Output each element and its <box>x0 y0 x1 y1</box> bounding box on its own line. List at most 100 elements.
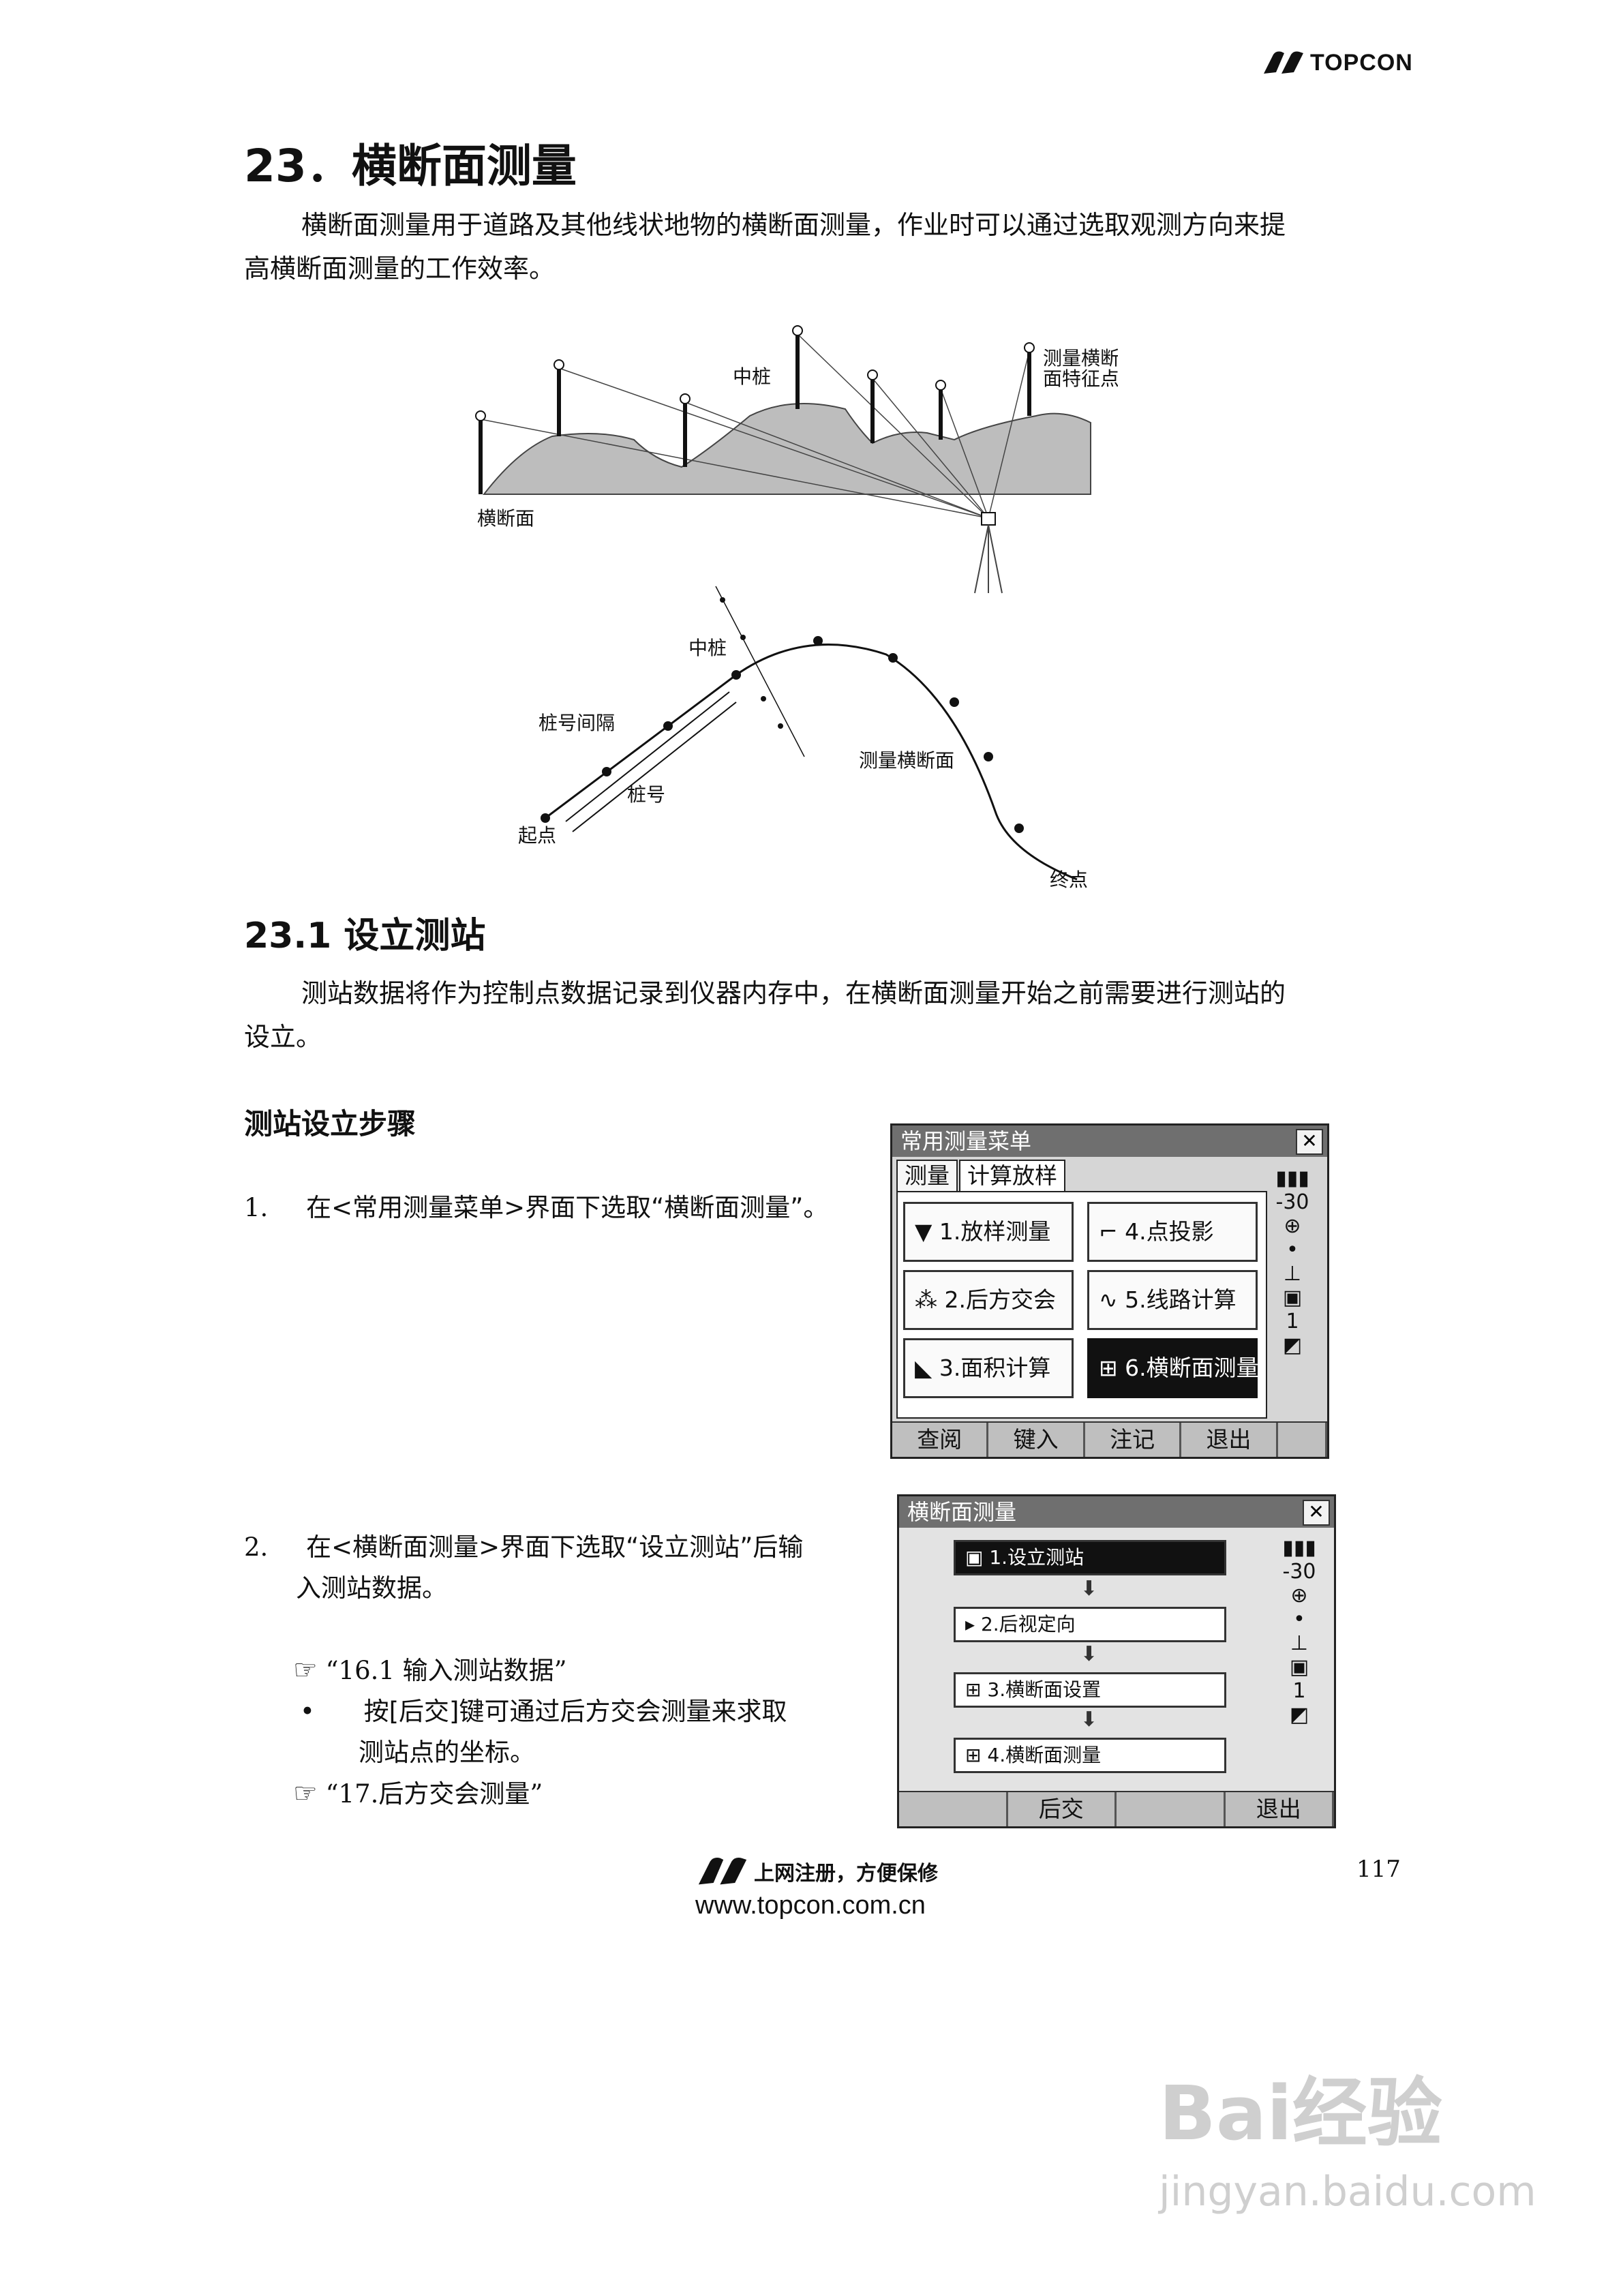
settings-icon: ⊞ <box>965 1678 988 1701</box>
label-cross-section: 横断面 <box>477 507 534 530</box>
pointing-hand-icon: ☞ <box>293 1655 318 1686</box>
survey-poles <box>475 325 1035 494</box>
baidu-watermark: Bai经验 jingyan.baidu.com <box>1159 2052 1536 2216</box>
section-line-1: 测站数据将作为控制点数据记录到仪器内存中，在横断面测量开始之前需要进行测站的 <box>301 978 1286 1008</box>
arrow-down-icon-3: ⬇ <box>1080 1708 1098 1732</box>
step-1: 1. 在<常用测量菜单>界面下选取“横断面测量”。 <box>244 1188 828 1228</box>
cross-section-survey-window: 横断面测量 ✕ ▣ 1.设立测站 ⬇ ▸ 2.后视定向 ⬇ ⊞ 3.横断面设置 … <box>897 1494 1336 1828</box>
cross-section-survey-button[interactable]: ⊞ 6.横断面测量 <box>1087 1338 1259 1398</box>
softkey-note[interactable]: 注记 <box>1084 1423 1182 1457</box>
softkey-bar-2: 后交 退出 <box>899 1791 1334 1826</box>
arrow-down-icon: ⬇ <box>1080 1577 1098 1601</box>
section-paragraph: 测站数据将作为控制点数据记录到仪器内存中，在横断面测量开始之前需要进行测站的 设… <box>244 971 1403 1059</box>
target-icon: ▣ <box>1282 1286 1303 1310</box>
dot-icon: • <box>1286 1238 1299 1262</box>
window-title-2: 横断面测量 <box>899 1496 1334 1528</box>
bullet-text-2: 测站点的坐标。 <box>359 1738 535 1767</box>
area-icon: ◣ <box>915 1355 939 1381</box>
level-indicator: 1 <box>1286 1310 1299 1333</box>
softkey-empty-1 <box>899 1792 1008 1826</box>
route-calc-button[interactable]: ∿ 5.线路计算 <box>1087 1270 1258 1330</box>
laser-icon-2: ⊥ <box>1290 1631 1309 1655</box>
prism-constant-2: -30 <box>1282 1560 1316 1584</box>
stakeout-button[interactable]: ▼ 1.放样测量 <box>903 1202 1074 1262</box>
stake-points <box>541 597 1024 833</box>
arrow-down-icon-2: ⬇ <box>1080 1642 1098 1666</box>
step-2-text-2: 入测站数据。 <box>296 1573 447 1603</box>
road-centerline <box>545 643 1078 881</box>
reference-1: “16.1 输入测站数据” <box>325 1656 567 1685</box>
footer-logo: 上网注册，方便保修 www.topcon.com.cn <box>695 1854 938 1920</box>
label-feature-point-1: 测量横断 <box>1043 347 1118 369</box>
battery-icon-2: ▮▮▮ <box>1282 1536 1316 1560</box>
label-center-stake: 中桩 <box>733 365 771 388</box>
backsight-icon: ▸ <box>965 1613 981 1635</box>
status-bar: ▮▮▮ -30 ⊕ • ⊥ ▣ 1 ◩ <box>1262 1166 1323 1357</box>
softkey-exit-2[interactable]: 退出 <box>1225 1792 1334 1826</box>
procedure-title: 测站设立步骤 <box>244 1107 416 1141</box>
status-bar-2: ▮▮▮ -30 ⊕ • ⊥ ▣ 1 ◩ <box>1269 1536 1330 1727</box>
measure-icon: ⊞ <box>965 1744 988 1766</box>
close-button[interactable]: ✕ <box>1296 1129 1323 1155</box>
section-title: 23.1 设立测站 <box>244 916 486 956</box>
point-projection-button[interactable]: ⌐ 4.点投影 <box>1087 1202 1258 1262</box>
reference-block: ☞ “16.1 输入测站数据” • 按[后交]键可通过后方交会测量来求取 测站点… <box>293 1650 886 1815</box>
station-icon: ▣ <box>965 1546 990 1569</box>
intro-line-1: 横断面测量用于道路及其他线状地物的横断面测量，作业时可以通过选取观测方向来提 <box>301 210 1286 240</box>
resection-button[interactable]: ⁂ 2.后方交会 <box>903 1270 1074 1330</box>
menu-section-measure[interactable]: ⊞ 4.横断面测量 <box>954 1738 1226 1773</box>
softkey-resection[interactable]: 后交 <box>1007 1792 1117 1826</box>
terrain-profile <box>482 403 1091 495</box>
label-end-point: 终点 <box>1050 868 1088 891</box>
section-line-2: 设立。 <box>244 1022 322 1052</box>
window-title: 常用测量菜单 <box>892 1126 1327 1157</box>
footer-slogan: 上网注册，方便保修 <box>754 1862 938 1886</box>
total-station-tripod <box>974 512 1003 594</box>
battery-icon: ▮▮▮ <box>1275 1166 1309 1190</box>
softkey-view[interactable]: 查阅 <box>892 1423 989 1457</box>
alignment-plan-diagram: 中桩 桩号间隔 桩号 测量横断面 起点 终点 <box>518 586 1088 891</box>
tilt-icon-2: ⊕ <box>1290 1584 1308 1607</box>
step-1-number: 1. <box>244 1193 269 1222</box>
label-stake-interval: 桩号间隔 <box>539 712 615 734</box>
brand-name: TOPCON <box>1310 49 1413 76</box>
prism-constant: -30 <box>1275 1190 1309 1214</box>
topcon-logo: TOPCON <box>1261 49 1413 76</box>
label-measure-section: 测量横断面 <box>859 749 954 772</box>
cross-section-icon: ⊞ <box>1099 1355 1125 1381</box>
softkey-input[interactable]: 键入 <box>988 1423 1085 1457</box>
label-feature-point-2: 面特征点 <box>1043 367 1118 390</box>
close-button-2[interactable]: ✕ <box>1303 1500 1330 1526</box>
level-indicator-2: 1 <box>1292 1679 1306 1703</box>
tab-measure[interactable]: 测量 <box>896 1160 958 1192</box>
softkey-exit[interactable]: 退出 <box>1181 1423 1278 1457</box>
dot-icon-2: • <box>1293 1607 1305 1631</box>
page-number: 117 <box>1356 1856 1401 1883</box>
label-start-point: 起点 <box>518 824 556 847</box>
step-2-text-1: 在<横断面测量>界面下选取“设立测站”后输 <box>306 1532 804 1562</box>
laser-icon: ⊥ <box>1283 1262 1302 1286</box>
menu-setup-station[interactable]: ▣ 1.设立测站 <box>954 1540 1226 1575</box>
topcon-footer-mark <box>698 1858 747 1885</box>
stakeout-icon: ▼ <box>915 1218 939 1245</box>
topcon-logo-mark <box>1264 51 1303 74</box>
cross-section-profile-diagram: 中桩 测量横断 面特征点 横断面 <box>475 325 1118 594</box>
watermark-url: jingyan.baidu.com <box>1159 2168 1536 2216</box>
footer-url[interactable]: www.topcon.com.cn <box>695 1891 926 1920</box>
tab-calc-stakeout[interactable]: 计算放样 <box>959 1160 1065 1192</box>
input-mode-icon: ◩ <box>1282 1333 1303 1357</box>
step-2-number: 2. <box>244 1532 269 1562</box>
bullet-text-1: 按[后交]键可通过后方交会测量来求取 <box>363 1697 787 1726</box>
label-center-stake-plan: 中桩 <box>688 637 727 659</box>
projection-icon: ⌐ <box>1099 1218 1125 1245</box>
label-stake: 桩号 <box>627 783 665 806</box>
area-calc-button[interactable]: ◣ 3.面积计算 <box>903 1338 1074 1398</box>
target-icon-2: ▣ <box>1289 1655 1309 1679</box>
reference-2: “17.后方交会测量” <box>325 1779 543 1809</box>
step-2: 2. 在<横断面测量>界面下选取“设立测站”后输 入测站数据。 <box>244 1527 878 1609</box>
resection-icon: ⁂ <box>915 1286 945 1313</box>
softkey-empty <box>1277 1423 1327 1457</box>
menu-section-settings[interactable]: ⊞ 3.横断面设置 <box>954 1672 1226 1708</box>
intro-paragraph: 横断面测量用于道路及其他线状地物的横断面测量，作业时可以通过选取观测方向来提 高… <box>244 203 1403 290</box>
menu-backsight[interactable]: ▸ 2.后视定向 <box>954 1607 1226 1642</box>
